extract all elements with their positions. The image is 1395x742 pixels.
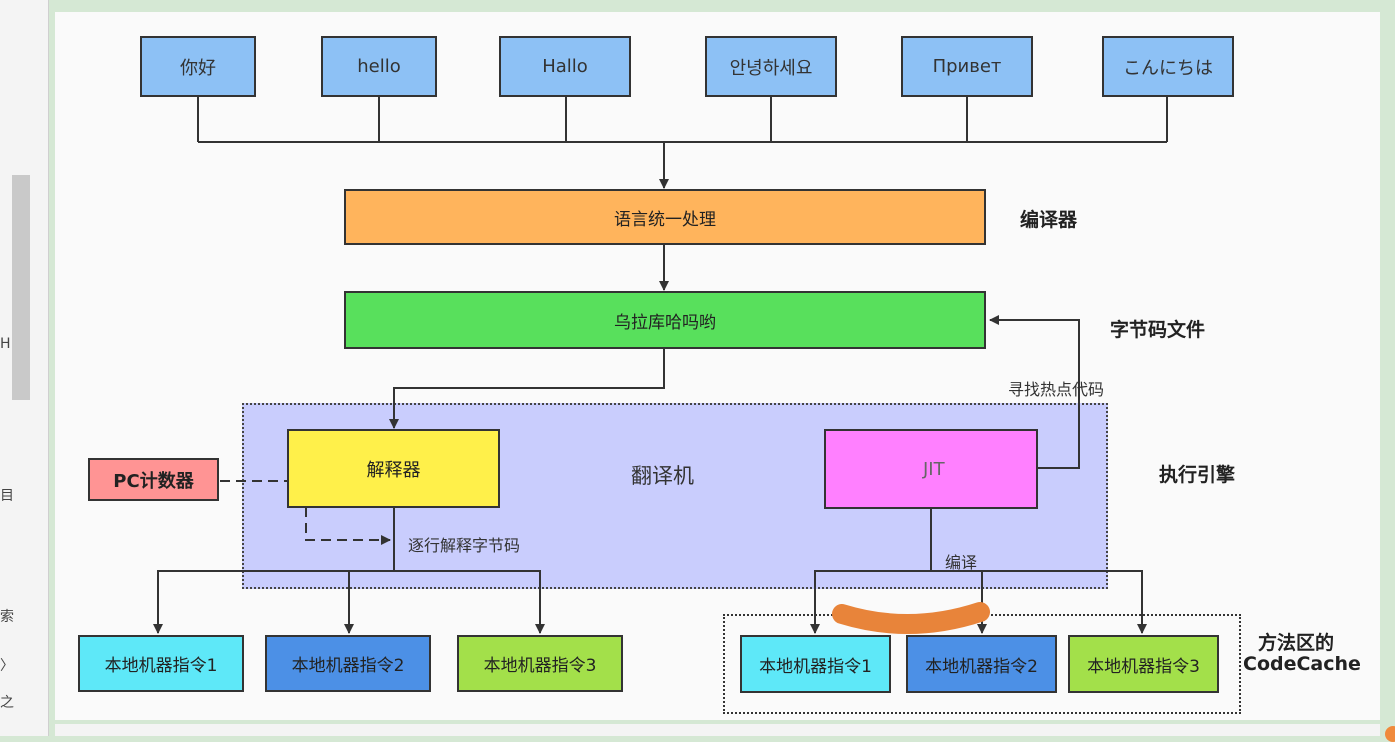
language-box-japanese: こんにちは [1102,36,1234,97]
left-side-panel: H 目 索 〉 之 [0,0,49,736]
side-glyph: H [0,336,11,352]
side-glyph: 之 [0,695,14,711]
native-instruction-box: 本地机器指令3 [457,635,623,692]
language-box-english: hello [321,36,437,97]
cached-native-instruction-box: 本地机器指令2 [906,635,1057,693]
compile-label: 编译 [945,553,978,572]
language-box-german: Hallo [499,36,631,97]
interpreter-box: 解释器 [287,429,500,508]
jit-label: JIT [923,459,945,480]
cached-native-instruction-box: 本地机器指令1 [740,635,891,693]
compiler-label: 编译器 [1020,209,1078,231]
code-cache-label: CodeCache [1243,653,1361,675]
language-box-russian: Привет [901,36,1033,97]
line-by-line-label: 逐行解释字节码 [408,536,521,555]
unified-processing-box: 语言统一处理 [344,189,986,245]
execution-engine-label: 执行引擎 [1159,464,1236,486]
bytecode-file-label: 字节码文件 [1110,319,1206,341]
cached-native-instruction-box: 本地机器指令3 [1068,635,1219,693]
translator-label: 翻译机 [631,464,694,488]
side-scrollbar[interactable] [12,175,30,400]
jit-box [824,429,1038,509]
native-instruction-box: 本地机器指令2 [265,635,431,692]
method-area-label: 方法区的 [1258,632,1335,654]
find-hot-code-label: 寻找热点代码 [1008,380,1105,399]
language-box-korean: 안녕하세요 [705,36,837,97]
recording-indicator [1385,726,1395,742]
bottom-bar [55,724,1380,736]
side-glyph: 索 [0,609,14,625]
native-instruction-box: 本地机器指令1 [78,635,244,692]
side-glyph: 〉 [0,658,14,674]
bytecode-box: 乌拉库哈吗哟 [344,291,986,349]
pc-counter-box: PC计数器 [88,458,219,501]
side-glyph: 目 [0,488,14,504]
language-box-chinese: 你好 [140,36,256,97]
